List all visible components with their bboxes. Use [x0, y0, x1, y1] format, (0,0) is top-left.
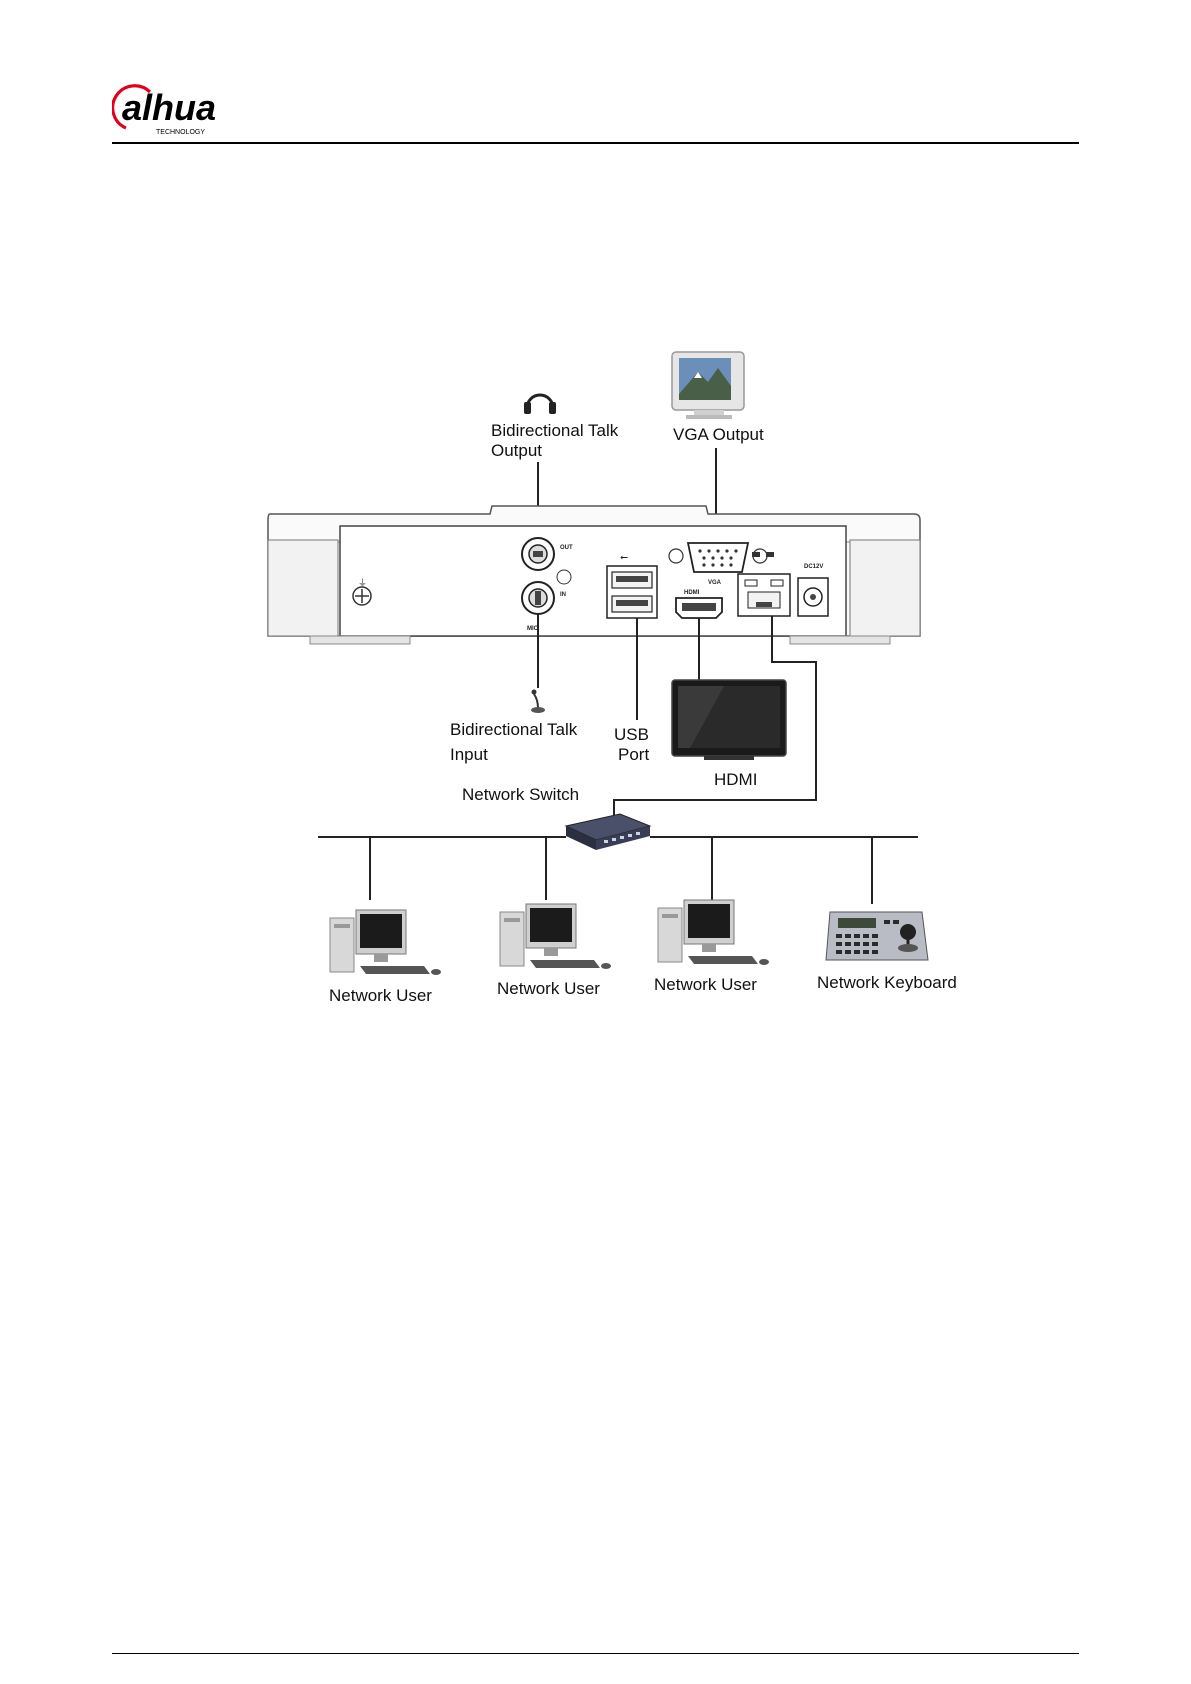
- network-switch-icon: [566, 814, 650, 850]
- headphone-icon: [524, 395, 556, 414]
- mark-mic: MIC: [527, 626, 539, 632]
- label-network-user-3: Network User: [654, 975, 757, 994]
- svg-text:⏚: ⏚: [358, 578, 367, 588]
- label-network-keyboard: Network Keyboard: [817, 973, 957, 992]
- label-talk-output-line1: Bidirectional Talk: [491, 421, 619, 440]
- connection-diagram: Bidirectional Talk Output VGA Output ⏚ O…: [0, 0, 1191, 1100]
- label-network-user-2: Network User: [497, 979, 600, 998]
- label-network-switch: Network Switch: [462, 785, 579, 804]
- label-hdmi: HDMI: [714, 770, 757, 789]
- mic-jack: [522, 582, 554, 614]
- mark-hdmi: HDMI: [684, 590, 700, 596]
- audio-out-jack: [522, 538, 554, 570]
- mark-in: IN: [560, 592, 566, 598]
- network-keyboard-icon: [826, 912, 928, 960]
- network-user-pc-icon: [500, 904, 611, 969]
- nvr-rear-panel: ⏚ OUT IN MIC ⭠: [268, 506, 920, 644]
- mark-vga: VGA: [708, 580, 722, 586]
- network-user-pc-icon: [330, 910, 441, 975]
- label-vga-output: VGA Output: [673, 425, 764, 444]
- label-usb-line1: USB: [614, 725, 649, 744]
- label-talk-input-line2: Input: [450, 745, 488, 764]
- label-talk-input-line1: Bidirectional Talk: [450, 720, 578, 739]
- mark-dc: DC12V: [804, 564, 823, 570]
- svg-text:⭠: ⭠: [620, 552, 628, 563]
- vga-monitor-icon: [672, 352, 744, 419]
- hdmi-tv-icon: [672, 680, 786, 760]
- microphone-icon: [531, 690, 545, 714]
- network-user-pc-icon: [658, 900, 769, 965]
- label-usb-line2: Port: [618, 745, 649, 764]
- footer-rule: [112, 1653, 1079, 1654]
- label-network-user-1: Network User: [329, 986, 432, 1005]
- mark-out: OUT: [560, 545, 573, 551]
- label-talk-output-line2: Output: [491, 441, 542, 460]
